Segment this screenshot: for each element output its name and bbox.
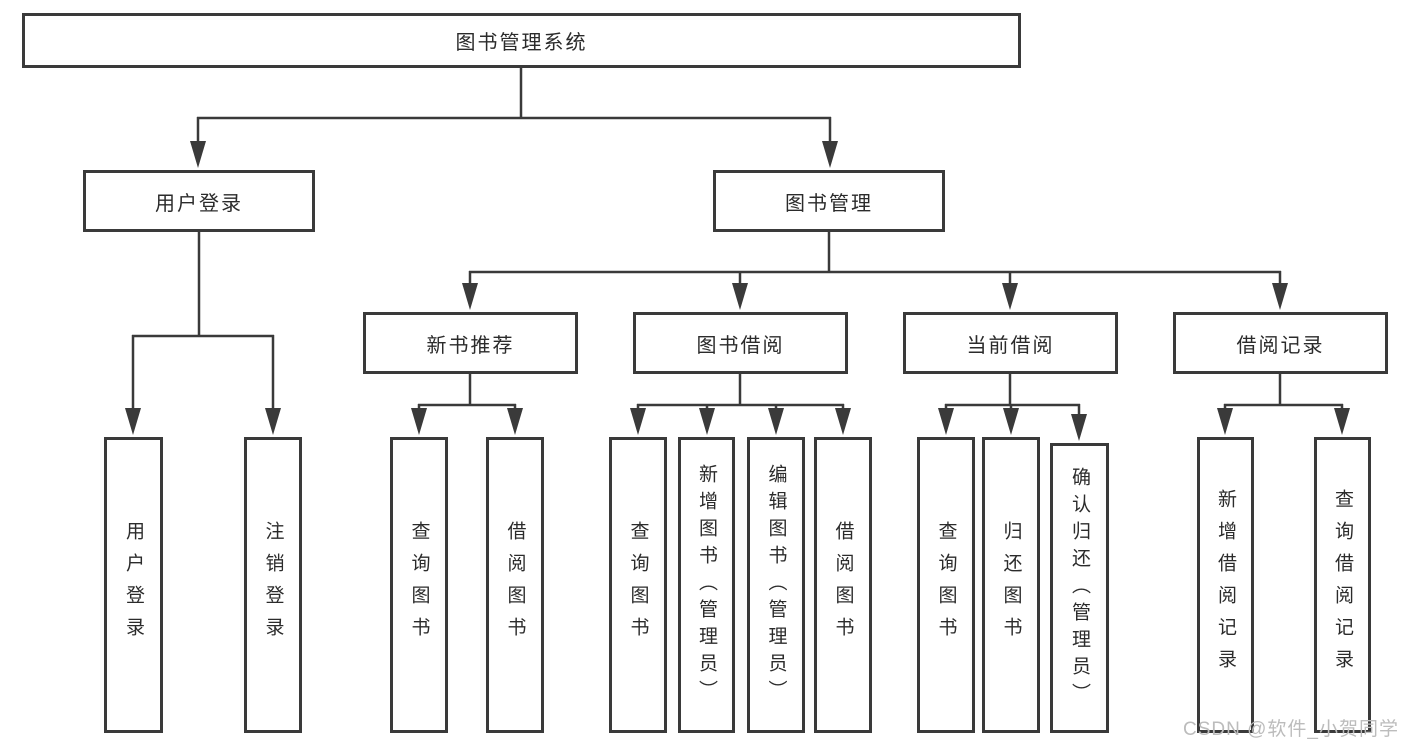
- arrow-down-icon: [1002, 283, 1018, 310]
- node-leaf-return-books: 归还图书: [982, 437, 1040, 733]
- node-leaf-confirm-return-admin: 确认归还（管理员）: [1050, 443, 1109, 733]
- csdn-watermark: CSDN @软件_小贺同学: [1183, 719, 1399, 740]
- arrow-down-icon: [190, 141, 206, 168]
- arrow-down-icon: [462, 283, 478, 310]
- node-leaf-add-borrow-record: 新增借阅记录: [1197, 437, 1254, 733]
- arrow-down-icon: [1003, 408, 1019, 435]
- arrow-down-icon: [265, 408, 281, 435]
- arrow-down-icon: [1217, 408, 1233, 435]
- node-library-management-system: 图书管理系统: [22, 13, 1021, 68]
- node-book-management-branch: 图书管理: [713, 170, 945, 232]
- arrow-down-icon: [411, 408, 427, 435]
- arrow-down-icon: [835, 408, 851, 435]
- node-book-borrowing: 图书借阅: [633, 312, 848, 374]
- node-leaf-user-login: 用户登录: [104, 437, 163, 733]
- arrow-down-icon: [125, 408, 141, 435]
- node-user-login-branch: 用户登录: [83, 170, 315, 232]
- node-current-borrowing: 当前借阅: [903, 312, 1118, 374]
- node-leaf-query-borrow-record: 查询借阅记录: [1314, 437, 1371, 733]
- node-leaf-borrow-books: 借阅图书: [814, 437, 872, 733]
- arrow-down-icon: [938, 408, 954, 435]
- node-leaf-add-book-admin: 新增图书（管理员）: [678, 437, 735, 733]
- arrow-down-icon: [1334, 408, 1350, 435]
- node-leaf-edit-book-admin: 编辑图书（管理员）: [747, 437, 805, 733]
- node-leaf-query-books: 查询图书: [917, 437, 975, 733]
- node-leaf-query-books: 查询图书: [390, 437, 448, 733]
- arrow-down-icon: [1071, 414, 1087, 441]
- arrow-down-icon: [630, 408, 646, 435]
- node-borrowing-records: 借阅记录: [1173, 312, 1388, 374]
- node-leaf-query-books: 查询图书: [609, 437, 667, 733]
- arrow-down-icon: [768, 408, 784, 435]
- arrow-down-icon: [699, 408, 715, 435]
- node-leaf-logout: 注销登录: [244, 437, 302, 733]
- node-leaf-borrow-books: 借阅图书: [486, 437, 544, 733]
- arrow-down-icon: [1272, 283, 1288, 310]
- arrow-down-icon: [732, 283, 748, 310]
- node-new-book-recommend: 新书推荐: [363, 312, 578, 374]
- arrow-down-icon: [507, 408, 523, 435]
- arrow-down-icon: [822, 141, 838, 168]
